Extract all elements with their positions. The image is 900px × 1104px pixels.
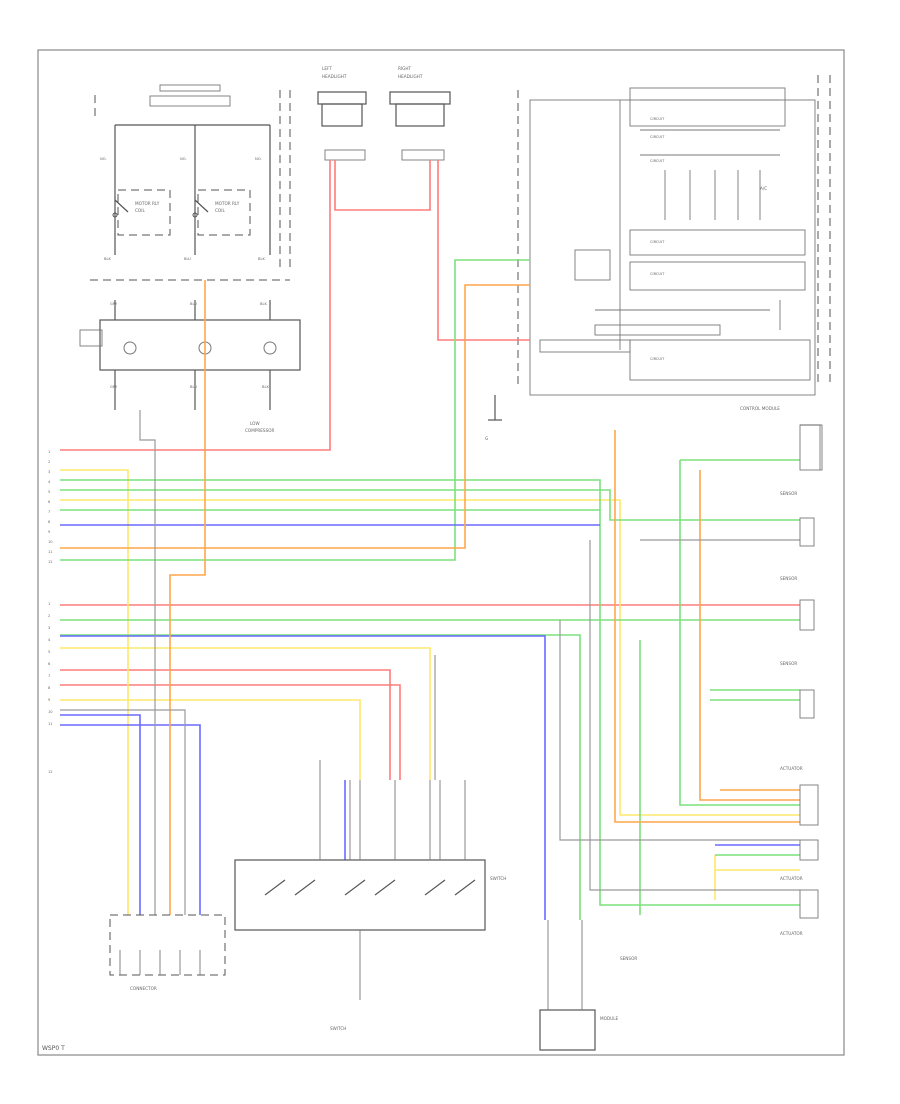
svg-text:12: 12 (48, 770, 53, 774)
svg-text:CIRCUIT: CIRCUIT (650, 240, 665, 244)
svg-text:ACTUATOR: ACTUATOR (780, 876, 803, 881)
svg-text:8: 8 (48, 686, 51, 690)
module-bottom-center: MODULE SENSOR (539, 920, 637, 1051)
page-code: WSP0 Т (42, 1045, 65, 1052)
svg-text:CIRCUIT: CIRCUIT (650, 117, 665, 121)
svg-text:BLU: BLU (190, 385, 197, 389)
svg-text:BLK: BLK (260, 302, 267, 306)
svg-text:MOTOR RLY: MOTOR RLY (215, 201, 240, 206)
svg-text:BLK: BLK (262, 385, 269, 389)
svg-text:SWITCH: SWITCH (330, 1026, 346, 1031)
svg-text:9: 9 (48, 530, 51, 534)
svg-text:MOTOR RLY: MOTOR RLY (135, 201, 160, 206)
svg-text:COIL: COIL (215, 208, 225, 213)
svg-text:5: 5 (48, 650, 50, 654)
svg-text:9: 9 (48, 698, 51, 702)
svg-text:3: 3 (48, 626, 50, 630)
wires-gray (60, 410, 821, 915)
svg-text:NO.: NO. (180, 157, 187, 161)
fuse-relay-box: MOTOR RLY COIL MOTOR RLY COIL NO. NO. NO… (90, 84, 291, 281)
svg-text:HEADLIGHT: HEADLIGHT (322, 74, 347, 79)
svg-text:BLK: BLK (104, 257, 111, 261)
svg-text:G: G (485, 436, 488, 441)
svg-text:2: 2 (48, 614, 50, 618)
svg-text:LEFT: LEFT (322, 66, 332, 71)
page-frame (37, 49, 845, 1056)
wires-green (60, 259, 800, 920)
connector-1-icon (123, 341, 137, 355)
wires-orange (60, 280, 800, 915)
svg-text:RIGHT: RIGHT (398, 66, 412, 71)
svg-text:2: 2 (48, 460, 50, 464)
svg-text:A/C: A/C (760, 186, 767, 191)
svg-text:SWITCH: SWITCH (490, 876, 506, 881)
svg-text:ACTUATOR: ACTUATOR (780, 766, 803, 771)
control-block-left: GRY BLU BLK GRY BLU BLK LOW COMPRESSOR (79, 300, 301, 433)
svg-text:1: 1 (48, 602, 50, 606)
svg-text:SENSOR: SENSOR (620, 956, 637, 961)
svg-text:4: 4 (48, 480, 51, 484)
svg-text:GRY: GRY (110, 302, 118, 306)
svg-text:ACTUATOR: ACTUATOR (780, 931, 803, 936)
svg-text:10: 10 (48, 540, 53, 544)
svg-text:COMPRESSOR: COMPRESSOR (245, 428, 275, 433)
right-components: SENSOR SENSOR SENSOR ACTUATOR ACTUATOR A… (780, 424, 823, 936)
svg-text:HEADLIGHT: HEADLIGHT (398, 74, 423, 79)
svg-text:7: 7 (48, 510, 50, 514)
svg-text:4: 4 (48, 638, 51, 642)
svg-text:7: 7 (48, 674, 50, 678)
top-connectors: LEFT HEADLIGHT RIGHT HEADLIGHT (317, 66, 451, 161)
svg-text:BLU: BLU (184, 257, 191, 261)
svg-text:GRY: GRY (110, 385, 118, 389)
svg-text:BLK: BLK (258, 257, 265, 261)
svg-text:3: 3 (48, 470, 50, 474)
svg-text:COIL: COIL (135, 208, 145, 213)
svg-text:CIRCUIT: CIRCUIT (650, 135, 665, 139)
svg-text:6: 6 (48, 500, 51, 504)
svg-text:MODULE: MODULE (600, 1016, 619, 1021)
svg-text:1: 1 (48, 450, 50, 454)
svg-text:8: 8 (48, 520, 51, 524)
ground-symbol-top: G (485, 395, 502, 441)
control-module-top-right: CIRCUIT CIRCUIT CIRCUIT CIRCUIT CIRCUIT … (517, 75, 831, 411)
svg-text:CONTROL MODULE: CONTROL MODULE (740, 406, 780, 411)
svg-text:CIRCUIT: CIRCUIT (650, 357, 665, 361)
svg-text:12: 12 (48, 560, 53, 564)
svg-text:NO.: NO. (100, 157, 107, 161)
svg-text:SENSOR: SENSOR (780, 491, 797, 496)
connector-bottom-left: CONNECTOR (109, 914, 226, 991)
svg-text:10: 10 (48, 710, 53, 714)
svg-text:11: 11 (48, 722, 53, 726)
svg-text:SENSOR: SENSOR (780, 576, 797, 581)
svg-text:BLU: BLU (190, 302, 197, 306)
svg-text:CIRCUIT: CIRCUIT (650, 272, 665, 276)
svg-text:CIRCUIT: CIRCUIT (650, 159, 665, 163)
wires-yellow (60, 469, 800, 915)
svg-text:CONNECTOR: CONNECTOR (130, 986, 157, 991)
svg-text:11: 11 (48, 550, 53, 554)
connector-3-icon (263, 341, 277, 355)
svg-text:5: 5 (48, 490, 50, 494)
svg-text:NO.: NO. (255, 157, 262, 161)
svg-text:LOW: LOW (250, 421, 260, 426)
svg-text:6: 6 (48, 662, 51, 666)
svg-text:SENSOR: SENSOR (780, 661, 797, 666)
switch-assembly-bottom: SWITCH SWITCH (234, 760, 506, 1031)
wires-blue (60, 524, 800, 920)
